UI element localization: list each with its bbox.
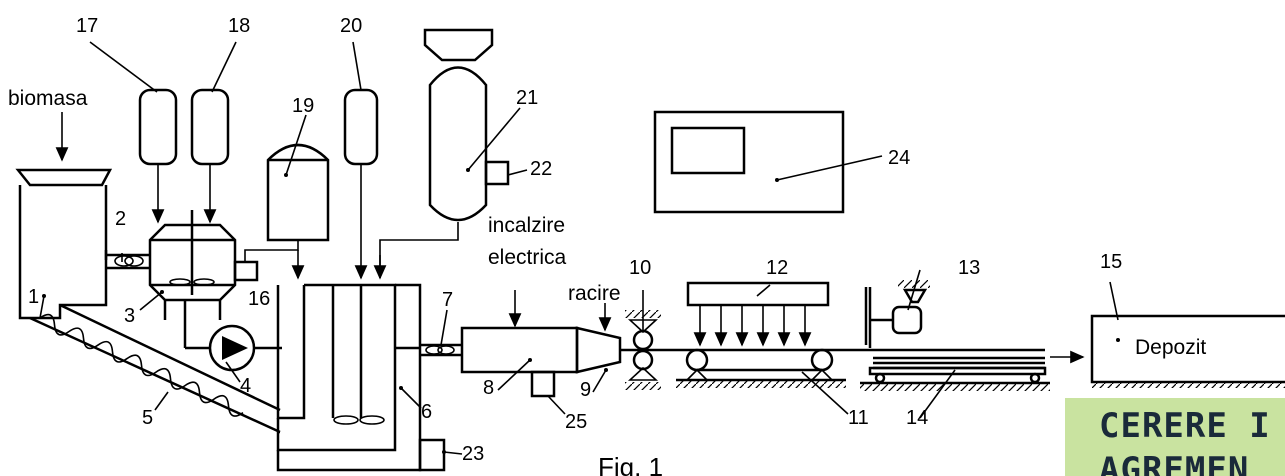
num-15: 15	[1100, 251, 1122, 273]
screw-conveyor-5	[29, 303, 281, 434]
num-18: 18	[228, 15, 250, 37]
reference-dots	[42, 168, 1120, 454]
num-25: 25	[565, 411, 587, 433]
control-panel-24	[653, 110, 845, 214]
connector-2	[106, 253, 150, 270]
reactor-6	[276, 283, 446, 472]
tank-17	[138, 88, 178, 224]
label-biomasa: biomasa	[8, 87, 88, 110]
num-19: 19	[292, 95, 314, 117]
num-6: 6	[421, 401, 432, 423]
num-12: 12	[766, 257, 788, 279]
num-4: 4	[240, 375, 251, 397]
banner-line-1: CERERE I	[1099, 406, 1271, 446]
num-11: 11	[848, 407, 869, 429]
depozit-15	[1090, 314, 1285, 388]
pump-4	[208, 324, 282, 372]
conveyor-11-press-12	[676, 281, 846, 388]
num-9: 9	[580, 379, 591, 401]
num-23: 23	[462, 443, 484, 465]
silo-21	[373, 28, 510, 280]
mixer-3	[148, 210, 237, 350]
leader-lines	[39, 41, 1119, 455]
num-20: 20	[340, 15, 362, 37]
num-8: 8	[483, 377, 494, 399]
num-13: 13	[958, 257, 980, 279]
figure-caption: Fig. 1	[598, 452, 663, 476]
label-racire: racire	[568, 282, 621, 305]
banner-line-2: AGREMEN	[1099, 450, 1250, 476]
num-22: 22	[530, 158, 552, 180]
cutter-13	[864, 280, 930, 348]
num-16: 16	[248, 288, 270, 310]
label-depozit: Depozit	[1135, 336, 1206, 359]
num-17: 17	[76, 15, 98, 37]
extruder-8-9	[460, 290, 622, 398]
tank-18	[190, 88, 230, 224]
num-5: 5	[142, 407, 153, 429]
num-24: 24	[888, 147, 910, 169]
stacker-14	[860, 350, 1085, 391]
num-10: 10	[629, 257, 651, 279]
connector-7	[420, 343, 462, 357]
label-electrica: electrica	[488, 246, 567, 269]
label-incalzire: incalzire	[488, 214, 565, 237]
num-7: 7	[442, 289, 453, 311]
tank-20	[343, 88, 379, 280]
agrement-banner: CERERE I AGREMEN	[1065, 398, 1285, 476]
tank-19	[244, 143, 330, 280]
num-3: 3	[124, 305, 135, 327]
unit-16	[233, 260, 259, 282]
num-2: 2	[115, 208, 126, 230]
num-14: 14	[906, 407, 928, 429]
num-1: 1	[28, 286, 39, 308]
num-21: 21	[516, 87, 538, 109]
